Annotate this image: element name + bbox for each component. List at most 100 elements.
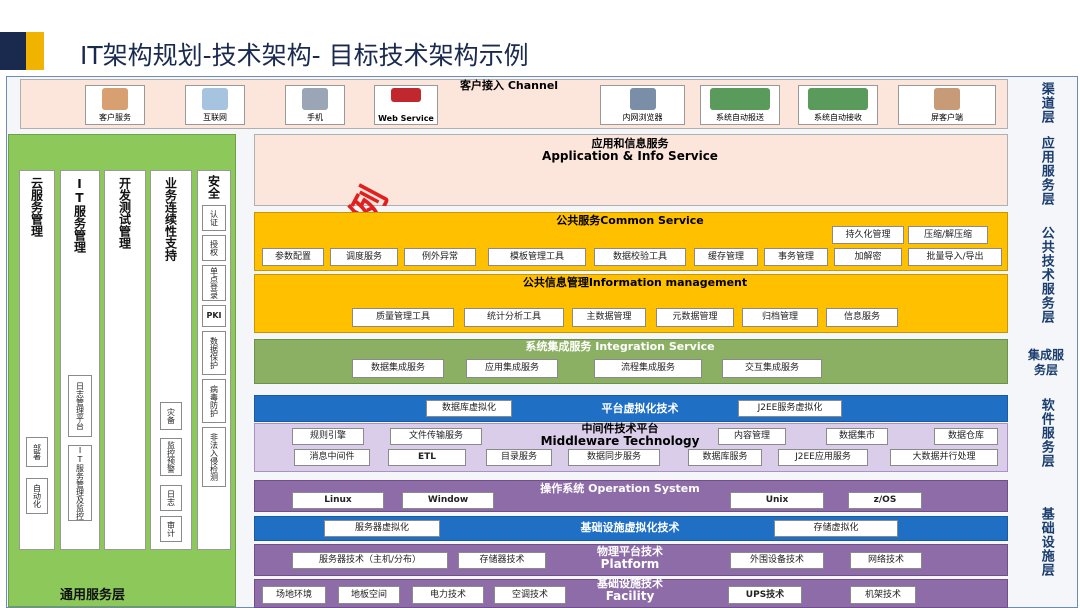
mw-item-file-transfer[interactable]: 文件传输服务 — [390, 428, 482, 445]
facility-item-floor[interactable]: 地板空间 — [338, 586, 400, 604]
screen-client-icon — [934, 88, 960, 110]
common-item-exception[interactable]: 例外异常 — [404, 248, 476, 266]
platform-title-en: Platform — [600, 557, 660, 571]
mw-item-directory[interactable]: 目录服务 — [486, 449, 552, 466]
common-item-encryption[interactable]: 加解密 — [834, 248, 902, 266]
info-item-quality[interactable]: 质量管理工具 — [352, 308, 454, 327]
facility-item-rack[interactable]: 机架技术 — [850, 586, 916, 604]
bc-sub-log: 日志 — [160, 485, 182, 511]
common-item-persistence[interactable]: 持久化管理 — [832, 226, 904, 244]
browser-icon — [629, 88, 656, 110]
channel-item-auto-receive[interactable]: 系统自动接收 — [798, 85, 878, 125]
os-item-zos[interactable]: z/OS — [848, 492, 922, 509]
virt-item-j2ee[interactable]: J2EE服务虚拟化 — [738, 400, 842, 417]
os-item-unix[interactable]: Unix — [730, 492, 824, 509]
label-integration-layer: 集成服务层 — [1027, 348, 1064, 377]
channel-title: 客户接入 Channel — [460, 79, 559, 92]
integration-item-interaction[interactable]: 交互集成服务 — [722, 359, 822, 378]
integration-item-data[interactable]: 数据集成服务 — [352, 359, 444, 378]
app-info-title-en: Application & Info Service — [542, 149, 718, 163]
os-title: 操作系统 Operation System — [540, 482, 700, 495]
keypad-icon — [808, 88, 868, 110]
mobile-phone-icon — [302, 88, 328, 110]
os-item-window[interactable]: Window — [402, 492, 494, 509]
label-infra-layer: 基础设施层 — [1038, 507, 1054, 577]
facility-item-site[interactable]: 场地环境 — [262, 586, 326, 604]
channel-item-customer-service[interactable]: 客户服务 — [85, 85, 145, 125]
middleware-title-cn: 中间件技术平台 — [581, 422, 659, 435]
mw-item-data-warehouse[interactable]: 数据仓库 — [934, 428, 998, 445]
facility-item-ac[interactable]: 空调技术 — [494, 586, 566, 604]
facility-item-power[interactable]: 电力技术 — [412, 586, 484, 604]
common-item-param-config[interactable]: 参数配置 — [262, 248, 324, 266]
mw-item-rule-engine[interactable]: 规则引擎 — [292, 428, 364, 445]
infra-virt-server[interactable]: 服务器虚拟化 — [324, 520, 440, 537]
common-item-cache[interactable]: 缓存管理 — [694, 248, 758, 266]
mw-item-etl[interactable]: ETL — [388, 449, 466, 466]
common-item-batch-io[interactable]: 批量导入/导出 — [908, 248, 1002, 266]
mw-item-message[interactable]: 消息中间件 — [294, 449, 370, 466]
title-accent-yellow — [26, 32, 44, 70]
integration-item-app[interactable]: 应用集成服务 — [466, 359, 558, 378]
bc-sub-disaster-recovery: 灾备 — [160, 402, 182, 430]
web-service-icon — [391, 88, 421, 102]
common-item-transaction[interactable]: 事务管理 — [764, 248, 828, 266]
channel-item-auto-report[interactable]: 系统自动报送 — [700, 85, 780, 125]
mw-item-j2ee-app[interactable]: J2EE应用服务 — [778, 449, 868, 466]
common-item-data-validate[interactable]: 数据校验工具 — [594, 248, 686, 266]
title-accent-dark — [0, 32, 26, 70]
channel-item-intranet-browser[interactable]: 内网浏览器 — [600, 85, 685, 125]
label-channel-layer: 渠道层 — [1038, 82, 1054, 124]
mw-item-db-service[interactable]: 数据库服务 — [688, 449, 762, 466]
platform-item-server[interactable]: 服务器技术（主机/分布） — [292, 552, 448, 569]
sec-sub-authorization: 授权 — [202, 235, 226, 261]
label-common-tech-layer: 公共技术服务层 — [1038, 225, 1054, 324]
infra-virt-title: 基础设施虚拟化技术 — [580, 521, 680, 534]
mw-item-content-mgmt[interactable]: 内容管理 — [718, 428, 786, 445]
customer-service-icon — [102, 88, 128, 110]
platform-item-storage[interactable]: 存储器技术 — [458, 552, 546, 569]
column-it-service-mgmt: IT服务管理 — [60, 170, 100, 550]
mw-item-bigdata[interactable]: 大数据并行处理 — [890, 449, 998, 466]
info-mgmt-title: 公共信息管理Information management — [522, 276, 748, 289]
info-item-master-data[interactable]: 主数据管理 — [572, 308, 646, 327]
common-service-title: 公共服务Common Service — [556, 214, 704, 227]
bc-sub-monitoring: 监控预警 — [160, 438, 182, 476]
channel-item-web-service[interactable]: Web Service — [374, 85, 438, 125]
platform-virt-title: 平台虚拟化技术 — [601, 402, 679, 415]
infra-virt-storage[interactable]: 存储虚拟化 — [774, 520, 898, 537]
common-item-template-tool[interactable]: 模板管理工具 — [488, 248, 586, 266]
cloud-sub-deploy: 部署 — [26, 437, 48, 467]
channel-item-screen-client[interactable]: 屏客户端 — [898, 85, 996, 125]
common-item-scheduling[interactable]: 调度服务 — [330, 248, 398, 266]
mw-item-data-mart[interactable]: 数据集市 — [826, 428, 888, 445]
platform-title-cn: 物理平台技术 — [597, 545, 663, 558]
general-services-label: 通用服务层 — [60, 588, 126, 603]
cloud-sub-automation: 自动化 — [26, 478, 48, 514]
info-item-statistics[interactable]: 统计分析工具 — [464, 308, 564, 327]
integration-item-process[interactable]: 流程集成服务 — [594, 359, 702, 378]
sec-sub-sso: 单点登录 — [202, 265, 226, 301]
info-item-archive[interactable]: 归档管理 — [742, 308, 818, 327]
column-dev-test-mgmt: 开发测试管理 — [104, 170, 146, 550]
sec-sub-data-protection: 数据保护 — [202, 331, 226, 375]
mw-item-data-sync[interactable]: 数据同步服务 — [568, 449, 660, 466]
it-sub-monitoring: IT服务管理及监控 — [68, 445, 92, 521]
virt-item-db[interactable]: 数据库虚拟化 — [426, 400, 512, 417]
label-app-layer: 应用服务层 — [1038, 135, 1054, 206]
common-item-compression[interactable]: 压缩/解压缩 — [908, 226, 988, 244]
platform-item-network[interactable]: 网络技术 — [850, 552, 922, 569]
sec-sub-auth: 认证 — [202, 205, 226, 231]
os-item-linux[interactable]: Linux — [292, 492, 384, 509]
channel-item-internet[interactable]: 互联网 — [185, 85, 245, 125]
channel-item-mobile[interactable]: 手机 — [285, 85, 345, 125]
app-info-title-cn: 应用和信息服务 — [591, 137, 669, 150]
app-info-band — [254, 134, 1008, 206]
info-item-info-service[interactable]: 信息服务 — [826, 308, 898, 327]
facility-title-en: Facility — [605, 589, 655, 603]
sec-sub-antivirus: 病毒防护 — [202, 379, 226, 423]
platform-item-peripheral[interactable]: 外围设备技术 — [730, 552, 824, 569]
bc-sub-audit: 审计 — [160, 516, 182, 542]
facility-item-ups[interactable]: UPS技术 — [728, 586, 802, 604]
info-item-metadata[interactable]: 元数据管理 — [656, 308, 734, 327]
